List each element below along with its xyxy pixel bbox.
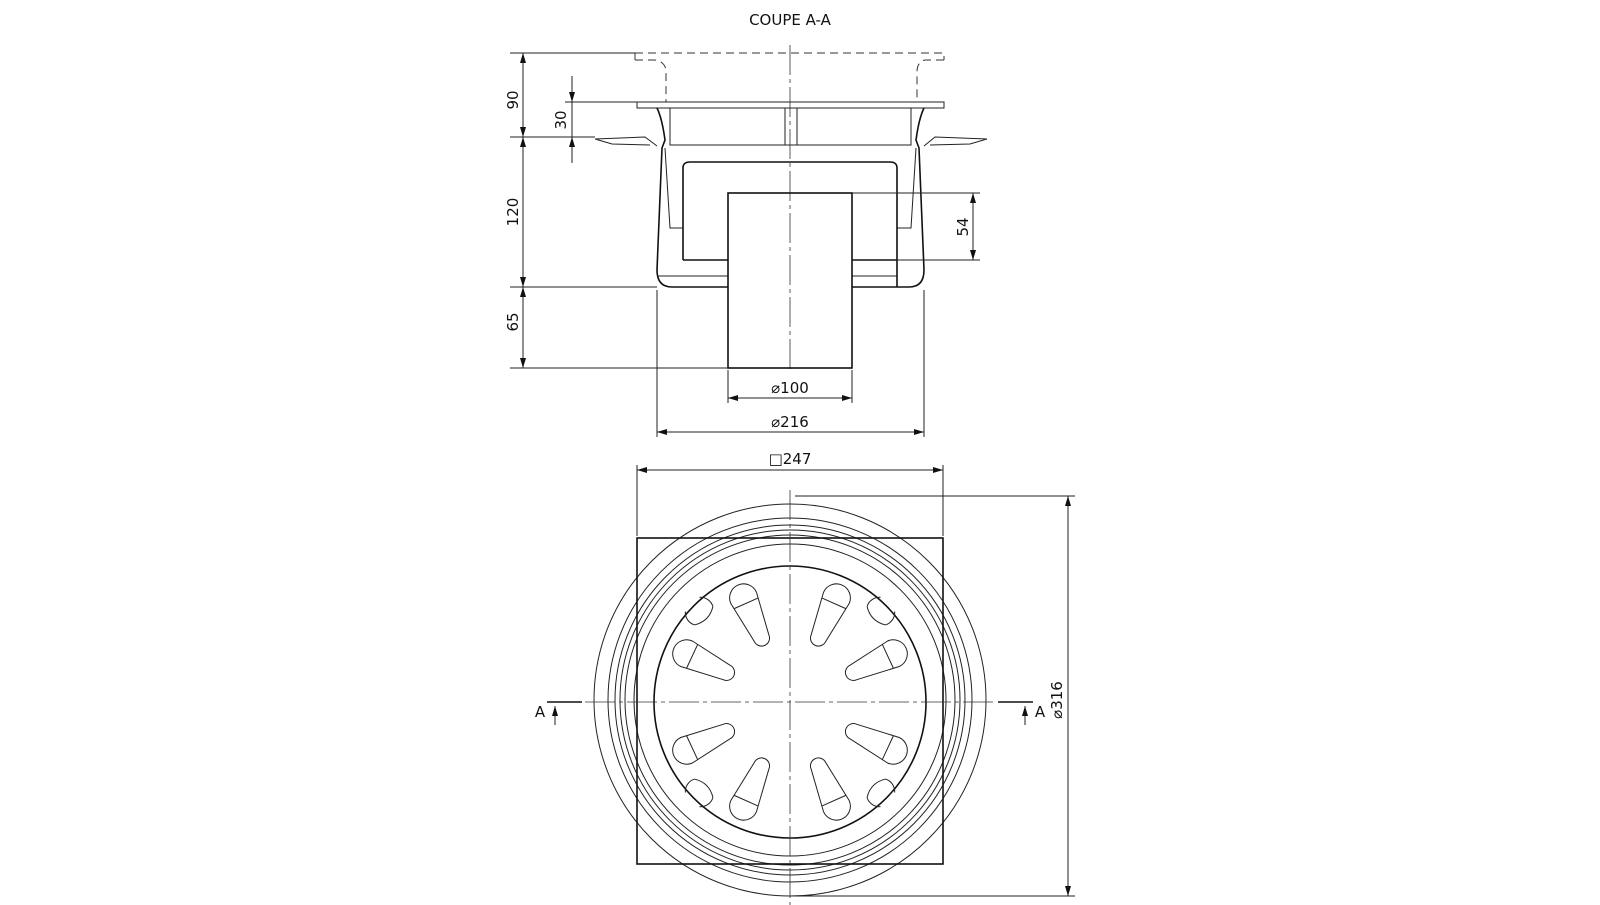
collar-dimension: ⌀316 xyxy=(795,495,1075,897)
body-inner-wall xyxy=(657,147,917,277)
grate-slot-edge xyxy=(733,597,759,610)
dim-30: 30 xyxy=(552,110,570,129)
dim-d216: ⌀216 xyxy=(771,413,809,431)
grate-slot xyxy=(844,723,908,765)
dim-54: 54 xyxy=(954,217,972,236)
section-title: COUPE A-A xyxy=(749,11,832,29)
grate-slot-partial xyxy=(866,778,896,808)
vertical-dimensions: 90 120 65 30 54 xyxy=(504,52,980,369)
grate-center-gap xyxy=(784,107,798,146)
outlet-pipe xyxy=(727,192,853,369)
grate-slot-edge xyxy=(733,794,759,807)
grate-slot-partial xyxy=(866,596,896,626)
grate-slot-edge xyxy=(686,735,699,760)
grate-slot-partial xyxy=(684,596,714,626)
grate-slot xyxy=(844,639,908,681)
svg-text:A: A xyxy=(1035,703,1046,721)
dim-90: 90 xyxy=(504,90,522,109)
dim-247: □247 xyxy=(769,450,812,468)
grate-block-left xyxy=(669,107,786,146)
diameter-dimensions: ⌀100 ⌀216 xyxy=(656,290,925,437)
grate-slot xyxy=(810,583,851,647)
section-marker-right: A xyxy=(998,701,1046,725)
grate-slot-edge xyxy=(881,735,894,760)
body-outer-wall xyxy=(656,107,925,288)
section-view: COUPE A-A 90 120 65 xyxy=(504,11,988,437)
plan-view: A A □247 ⌀316 xyxy=(535,450,1075,905)
grate-slot xyxy=(672,639,736,681)
grate-slot-edge xyxy=(881,644,894,669)
grate-slot-edge xyxy=(821,597,847,610)
grate-slots xyxy=(672,583,908,821)
grate-slot xyxy=(810,757,851,821)
grate-slot xyxy=(672,723,736,765)
svg-text:A: A xyxy=(535,703,546,721)
grate-slot-edge xyxy=(821,794,847,807)
trap-bell xyxy=(682,161,898,287)
dim-d316: ⌀316 xyxy=(1048,681,1066,719)
dim-d100: ⌀100 xyxy=(771,379,809,397)
dim-65: 65 xyxy=(504,312,522,331)
top-flange xyxy=(636,101,945,109)
section-marker-left: A xyxy=(535,701,582,725)
grate-dashed-outline xyxy=(634,52,945,102)
grate-slot-partial xyxy=(684,778,714,808)
grate-slot xyxy=(729,757,770,821)
square-dimension: □247 xyxy=(636,450,944,536)
lower-flange xyxy=(594,136,988,147)
dim-120: 120 xyxy=(504,198,522,227)
grate-block-right xyxy=(796,107,912,146)
grate-slot xyxy=(729,583,770,647)
grate-slot-edge xyxy=(686,644,699,669)
